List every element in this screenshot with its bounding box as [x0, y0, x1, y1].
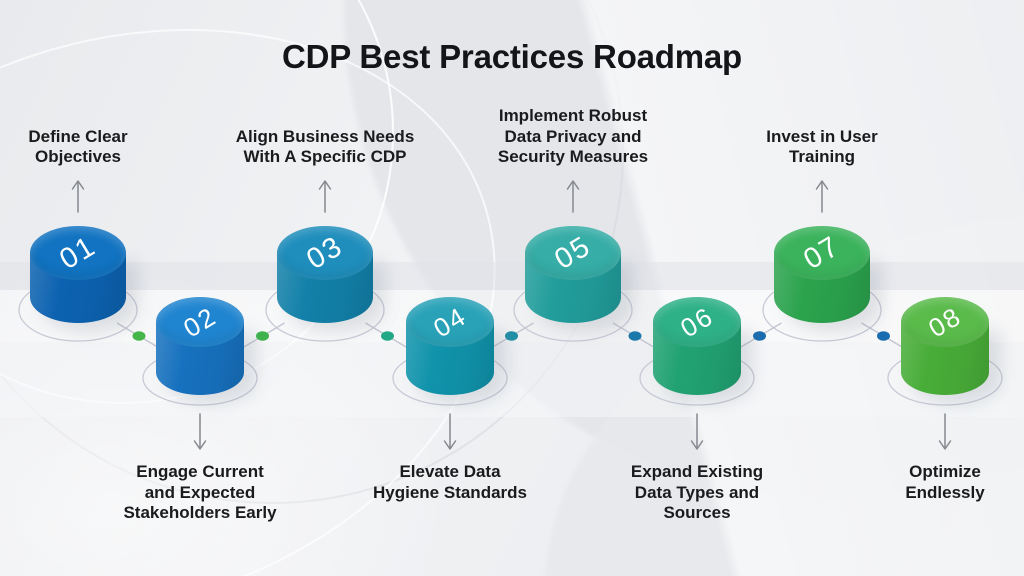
- arrow-up-icon: [566, 180, 580, 213]
- step-cylinder-05: 05: [525, 226, 621, 323]
- step-cylinder-06: 06: [653, 297, 741, 395]
- path-band: [0, 342, 1024, 417]
- path-band: [0, 262, 1024, 290]
- connector-dot: [753, 331, 766, 341]
- connector-dot: [256, 331, 269, 341]
- connector-dot: [132, 331, 146, 341]
- arrow-up-icon: [815, 180, 829, 213]
- arrow-down-icon: [938, 413, 952, 450]
- step-cylinder-08: 08: [901, 297, 989, 395]
- step-cylinder-03: 03: [277, 226, 373, 323]
- step-label-06: Expand Existing Data Types and Sources: [630, 462, 764, 523]
- connector-dot: [628, 331, 642, 341]
- connector-dot: [505, 331, 518, 341]
- connector-dot: [877, 331, 890, 341]
- step-cylinder-07: 07: [774, 226, 870, 323]
- arrow-up-icon: [71, 180, 85, 213]
- step-label-04: Elevate Data Hygiene Standards: [373, 462, 527, 502]
- step-label-02: Engage Current and Expected Stakeholders…: [123, 462, 277, 523]
- arrow-down-icon: [193, 413, 207, 450]
- step-cylinder-02: 02: [156, 297, 244, 395]
- step-label-08: Optimize Endlessly: [905, 462, 985, 502]
- step-cylinder-01: 01: [30, 226, 126, 323]
- step-label-03: Align Business Needs With A Specific CDP: [235, 126, 415, 167]
- step-label-01: Define Clear Objectives: [28, 126, 128, 167]
- arrow-up-icon: [318, 180, 332, 213]
- arrow-down-icon: [690, 413, 704, 450]
- page-title: CDP Best Practices Roadmap: [281, 38, 743, 75]
- step-cylinder-04: 04: [406, 297, 494, 395]
- step-label-05: Implement Robust Data Privacy and Securi…: [497, 105, 649, 167]
- connector-dot: [381, 331, 394, 341]
- arrow-down-icon: [443, 413, 457, 450]
- step-label-07: Invest in User Training: [766, 126, 878, 167]
